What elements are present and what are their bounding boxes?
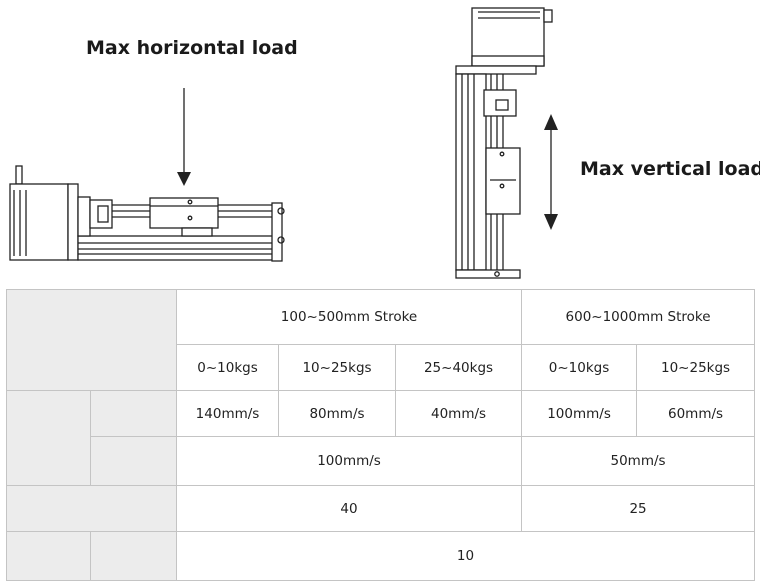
load-range-cell: 0~10kgs: [176, 344, 279, 391]
speed-cell: 100mm/s: [521, 390, 638, 437]
speed-cell: 80mm/s: [278, 390, 396, 437]
load-cell: 40: [175, 485, 523, 532]
load-range-cell: 25~40kgs: [394, 344, 523, 391]
table-row: 40 25: [6, 485, 756, 532]
table-row: 0~10kgs 10~25kgs 25~40kgs 0~10kgs 10~25k…: [7, 344, 756, 391]
vertical-load-arrow: [544, 114, 558, 230]
table-row: 100mm/s 50mm/s: [7, 436, 756, 486]
row-label-cell: [6, 390, 91, 486]
empty-header-cell: [6, 289, 177, 391]
vertical-speed-cell: 100mm/s: [175, 436, 523, 486]
stroke-header-cell: 600~1000mm Stroke: [521, 289, 756, 345]
vertical-frame: [455, 65, 537, 279]
load-range-cell: 10~25kgs: [636, 344, 756, 391]
load-range-cell: 0~10kgs: [521, 344, 638, 391]
row-sublabel-cell: [90, 531, 177, 581]
vertical-speed-cell: 50mm/s: [521, 436, 756, 486]
speed-cell: 40mm/s: [394, 390, 523, 437]
max-horizontal-load-label: Max horizontal load: [86, 37, 298, 59]
linear-stage-diagram: [9, 7, 558, 279]
stroke-header-cell: 100~500mm Stroke: [175, 289, 523, 345]
row-label-cell: [6, 485, 177, 532]
row-sublabel-cell: [90, 436, 177, 486]
horizontal-carriage: [149, 197, 219, 237]
load-range-cell: 10~25kgs: [278, 344, 396, 391]
vertical-motor: [471, 7, 553, 67]
horizontal-motor: [9, 165, 79, 261]
spec-table: 100~500mm Stroke 600~1000mm Stroke 0~10k…: [6, 289, 756, 581]
speed-cell: 60mm/s: [636, 390, 756, 437]
speed-cell: 140mm/s: [176, 390, 279, 437]
table-row: 100~500mm Stroke 600~1000mm Stroke: [6, 289, 756, 391]
last-value-cell: 10: [175, 531, 756, 581]
load-cell: 25: [521, 485, 756, 532]
table-row: 10: [6, 531, 756, 581]
vertical-carriage: [485, 147, 521, 215]
row-sublabel-cell: [90, 390, 177, 437]
row-label-cell: [6, 531, 91, 581]
horizontal-load-arrow: [177, 88, 191, 186]
max-vertical-load-label: Max vertical load: [580, 158, 760, 180]
table-row: 140mm/s 80mm/s 40mm/s 100mm/s 60mm/s: [6, 390, 756, 486]
